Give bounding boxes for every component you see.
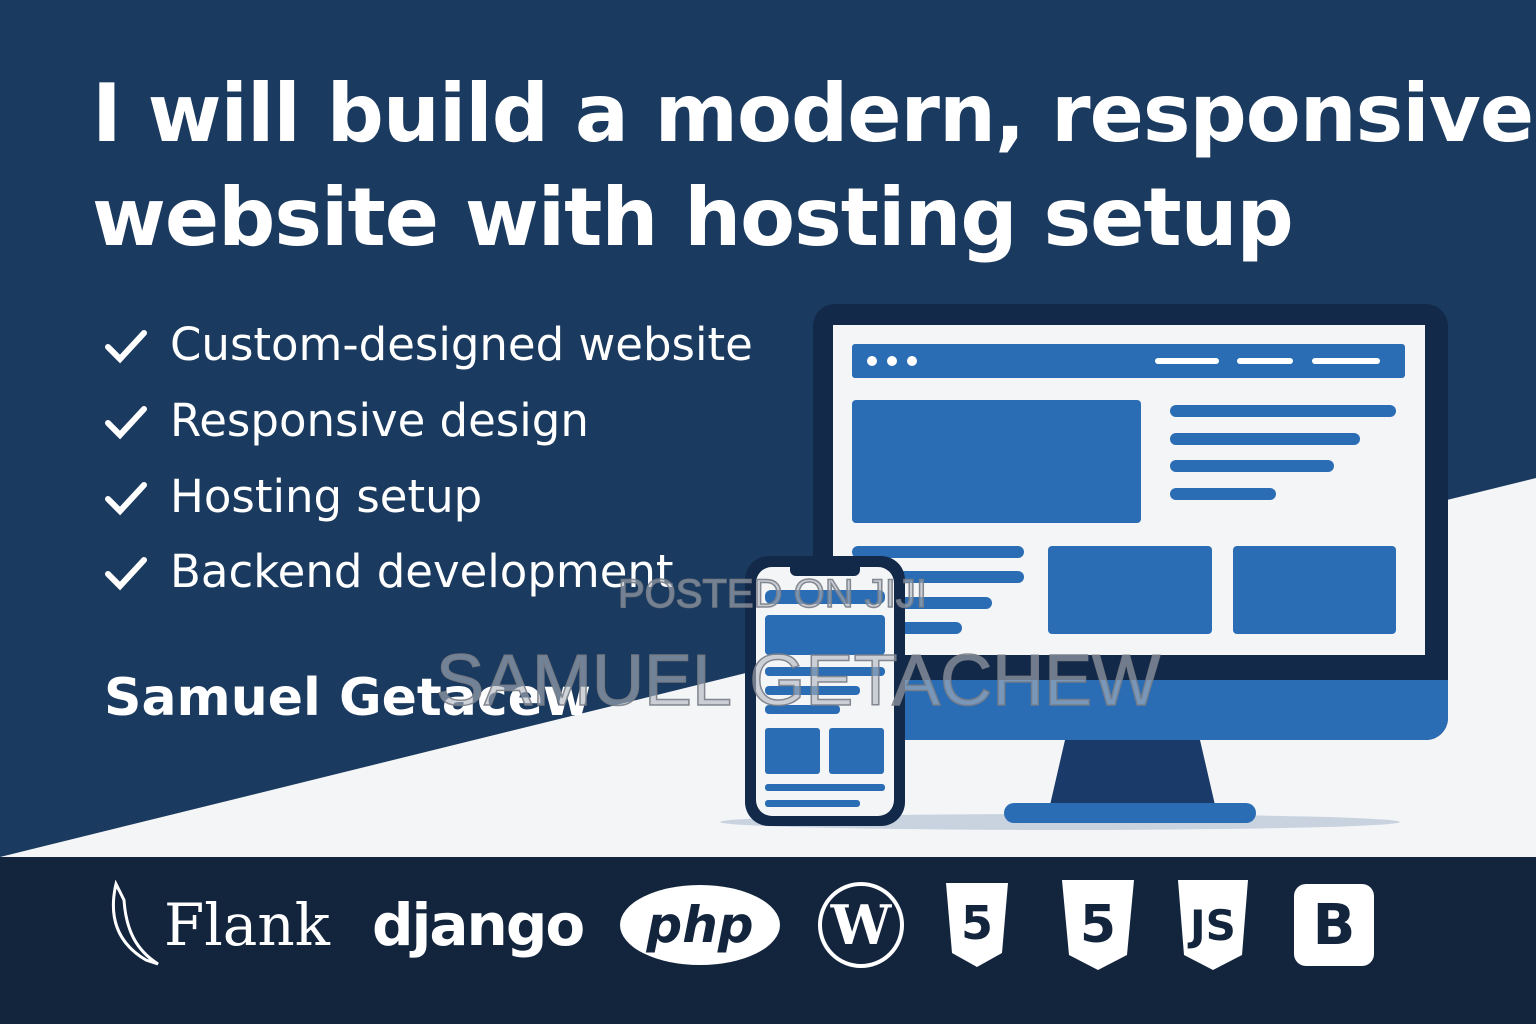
mobile-phone xyxy=(745,556,905,826)
feature-item: Backend development xyxy=(104,545,674,598)
checkmark-icon xyxy=(105,329,147,363)
feature-item: Custom-designed website xyxy=(104,318,753,371)
php-logo: php xyxy=(620,880,780,970)
html5-logo: 5 xyxy=(946,880,1008,970)
watermark-posted: POSTED ON JIJI xyxy=(617,571,927,617)
django-logo: django xyxy=(372,891,585,959)
svg-text:JS: JS xyxy=(1187,901,1236,950)
checkmark-icon xyxy=(105,405,147,439)
checkmark-icon xyxy=(105,556,147,590)
bootstrap-logo: B xyxy=(1294,880,1374,970)
desktop-monitor xyxy=(813,304,1448,823)
css3-logo: 5 xyxy=(1062,880,1134,970)
checkmark-icon xyxy=(105,481,147,515)
wordpress-logo: W xyxy=(818,880,904,970)
svg-text:5: 5 xyxy=(1080,895,1116,955)
feature-item: Responsive design xyxy=(104,394,589,447)
author-name: Samuel Getacew xyxy=(104,668,591,728)
watermark-name: SAMUEL GETACHEW xyxy=(435,640,1161,722)
feature-item: Hosting setup xyxy=(104,470,482,523)
flask-horn-icon xyxy=(111,880,159,966)
svg-text:5: 5 xyxy=(961,896,993,950)
javascript-logo: JS xyxy=(1178,880,1248,970)
devices-illustration xyxy=(720,304,1448,830)
flask-logo: Flank xyxy=(106,880,330,970)
